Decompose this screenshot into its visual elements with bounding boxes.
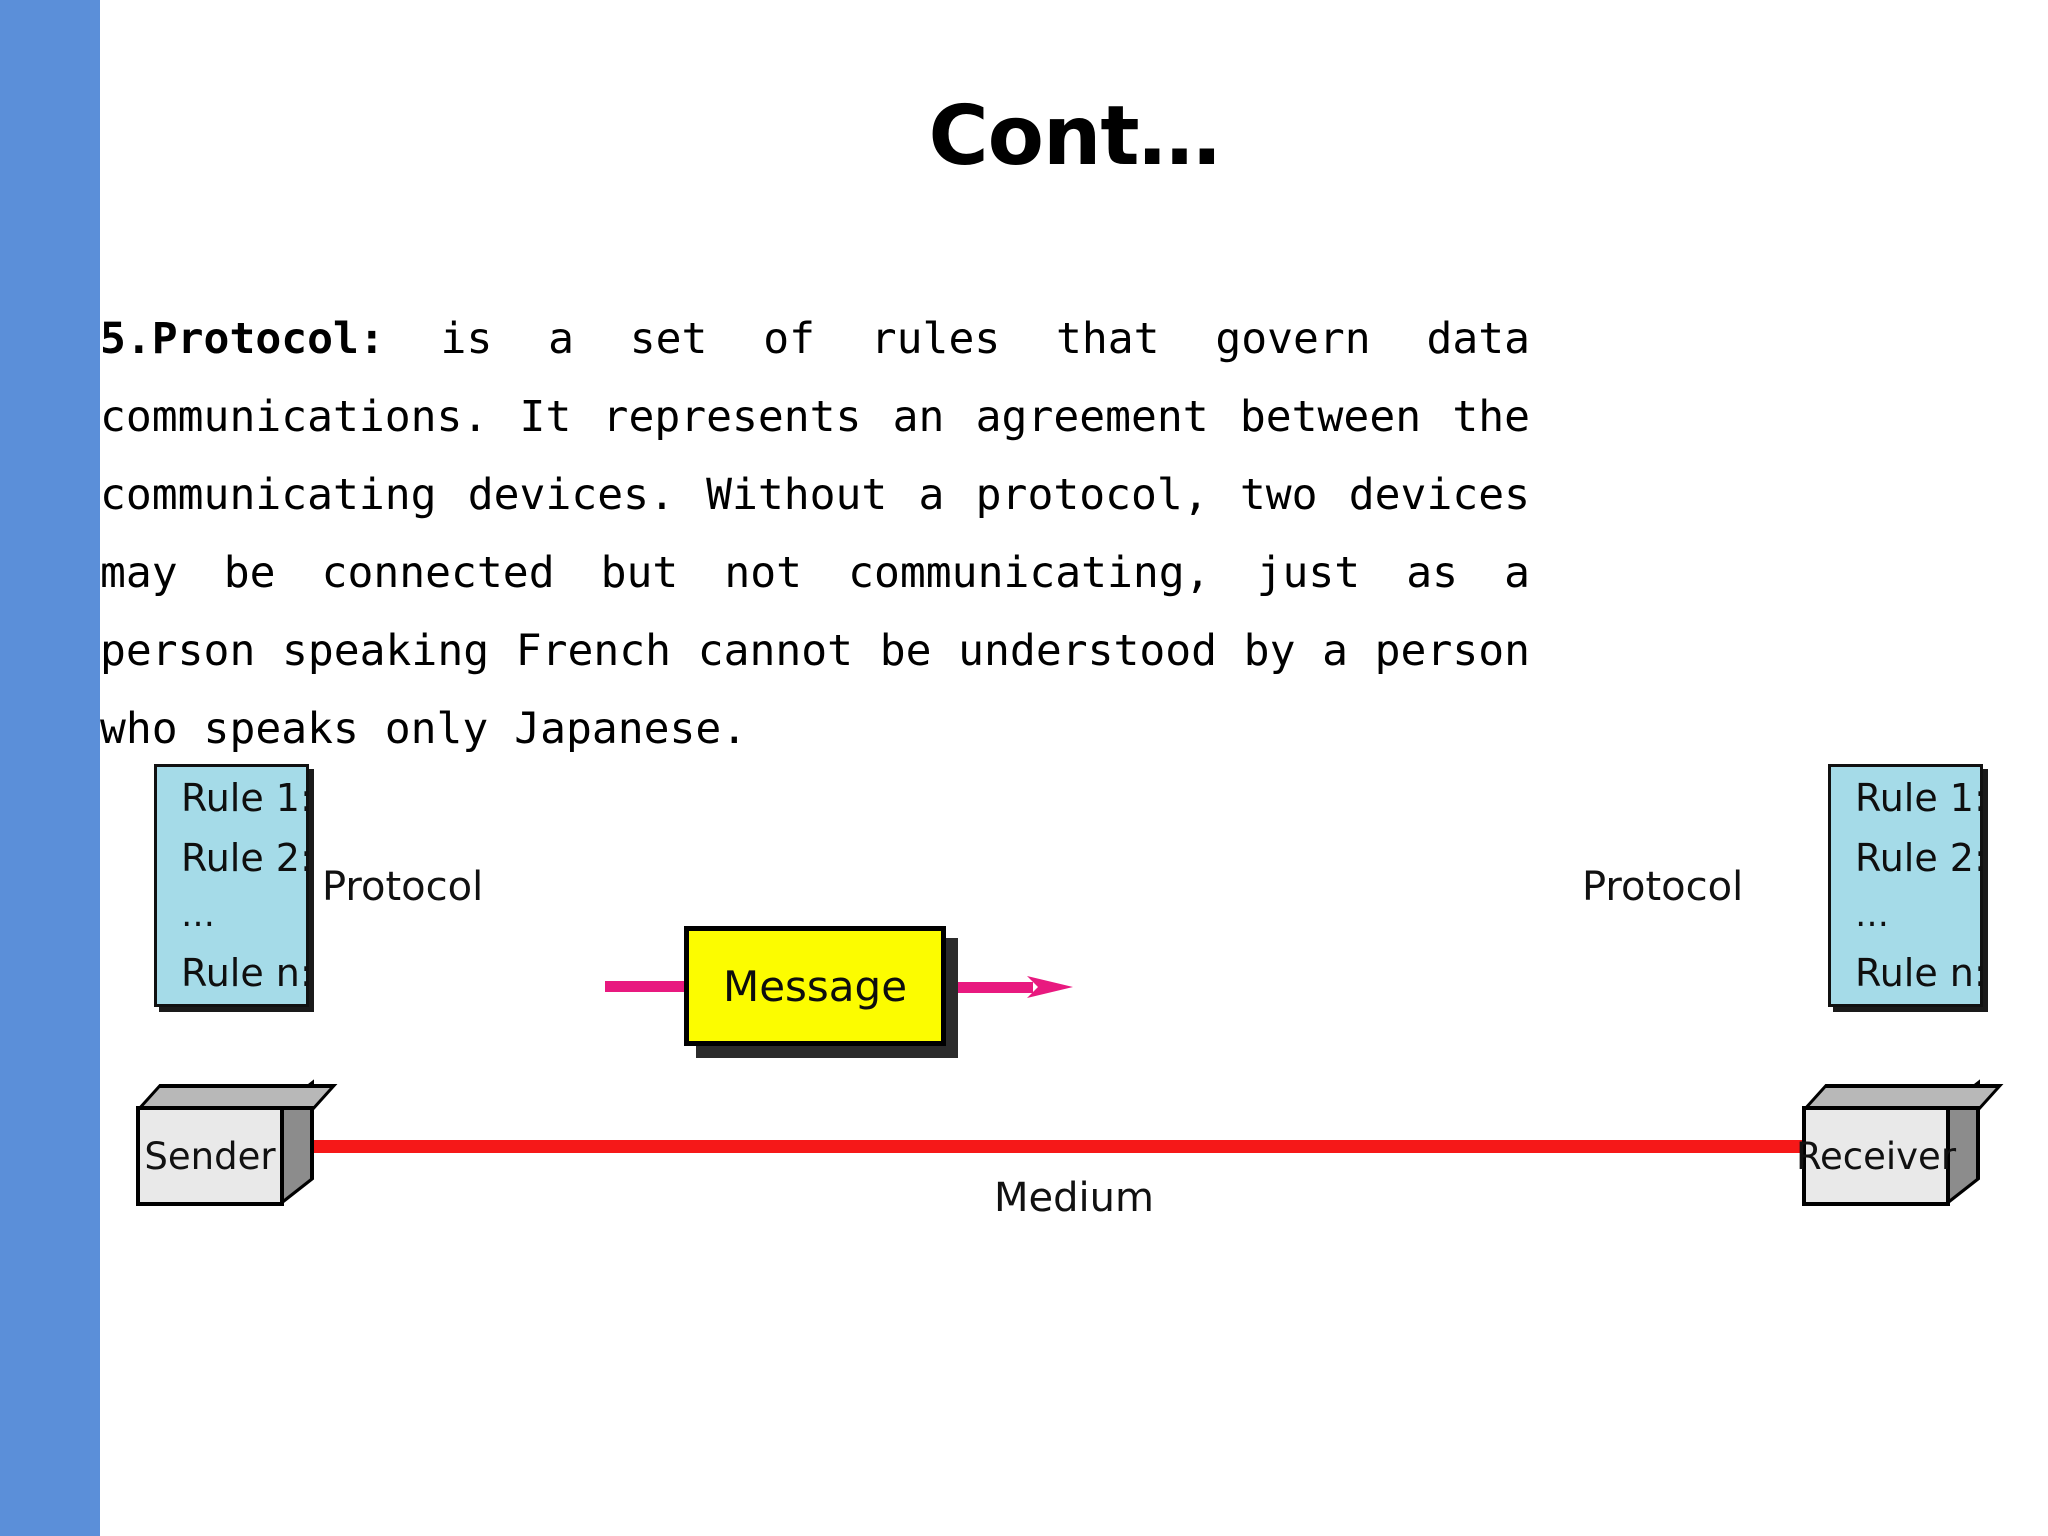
message-box: Message [684,926,946,1046]
body-paragraph-text: is a set of rules that govern data commu… [100,314,1530,754]
rule-box-receiver: Rule 1: Rule 2: … Rule n: [1828,764,1987,1007]
device-receiver: Receiver [1796,1079,2004,1206]
rule-line-n: Rule n: [1855,950,1987,995]
message-outbound-arrow-icon [945,976,1073,998]
rule-line-2: Rule 2: [181,835,313,880]
medium-label: Medium [994,1175,1154,1221]
rule-line-1: Rule 1: [181,776,313,820]
device-sender: Sender [136,1079,338,1206]
body-lead-term: 5.Protocol: [100,314,385,364]
rule-box-sender: Rule 1: Rule 2: … Rule n: [154,764,313,1007]
rule-line-2: Rule 2: [1855,835,1987,880]
page-title: Cont… [928,89,1220,184]
message-inbound-line [605,981,689,992]
protocol-label-receiver: Protocol [1582,864,1744,910]
body-paragraph: 5.Protocol: is a set of rules that gover… [100,300,1530,768]
accent-sidebar [0,0,100,1536]
medium-line [282,1140,1816,1153]
device-label-receiver: Receiver [1796,1106,1956,1206]
rule-line-ellipsis: … [1855,895,1891,936]
protocol-label-sender: Protocol [322,864,484,910]
device-label-sender: Sender [136,1106,284,1206]
rule-line-ellipsis: … [181,895,217,936]
slide-content: Cont… 5.Protocol: is a set of rules that… [100,0,2048,1536]
rule-line-n: Rule n: [181,950,313,995]
rule-line-1: Rule 1: [1855,776,1987,820]
protocol-diagram: Rule 1: Rule 2: … Rule n: Protocol Rule … [100,740,2048,1536]
